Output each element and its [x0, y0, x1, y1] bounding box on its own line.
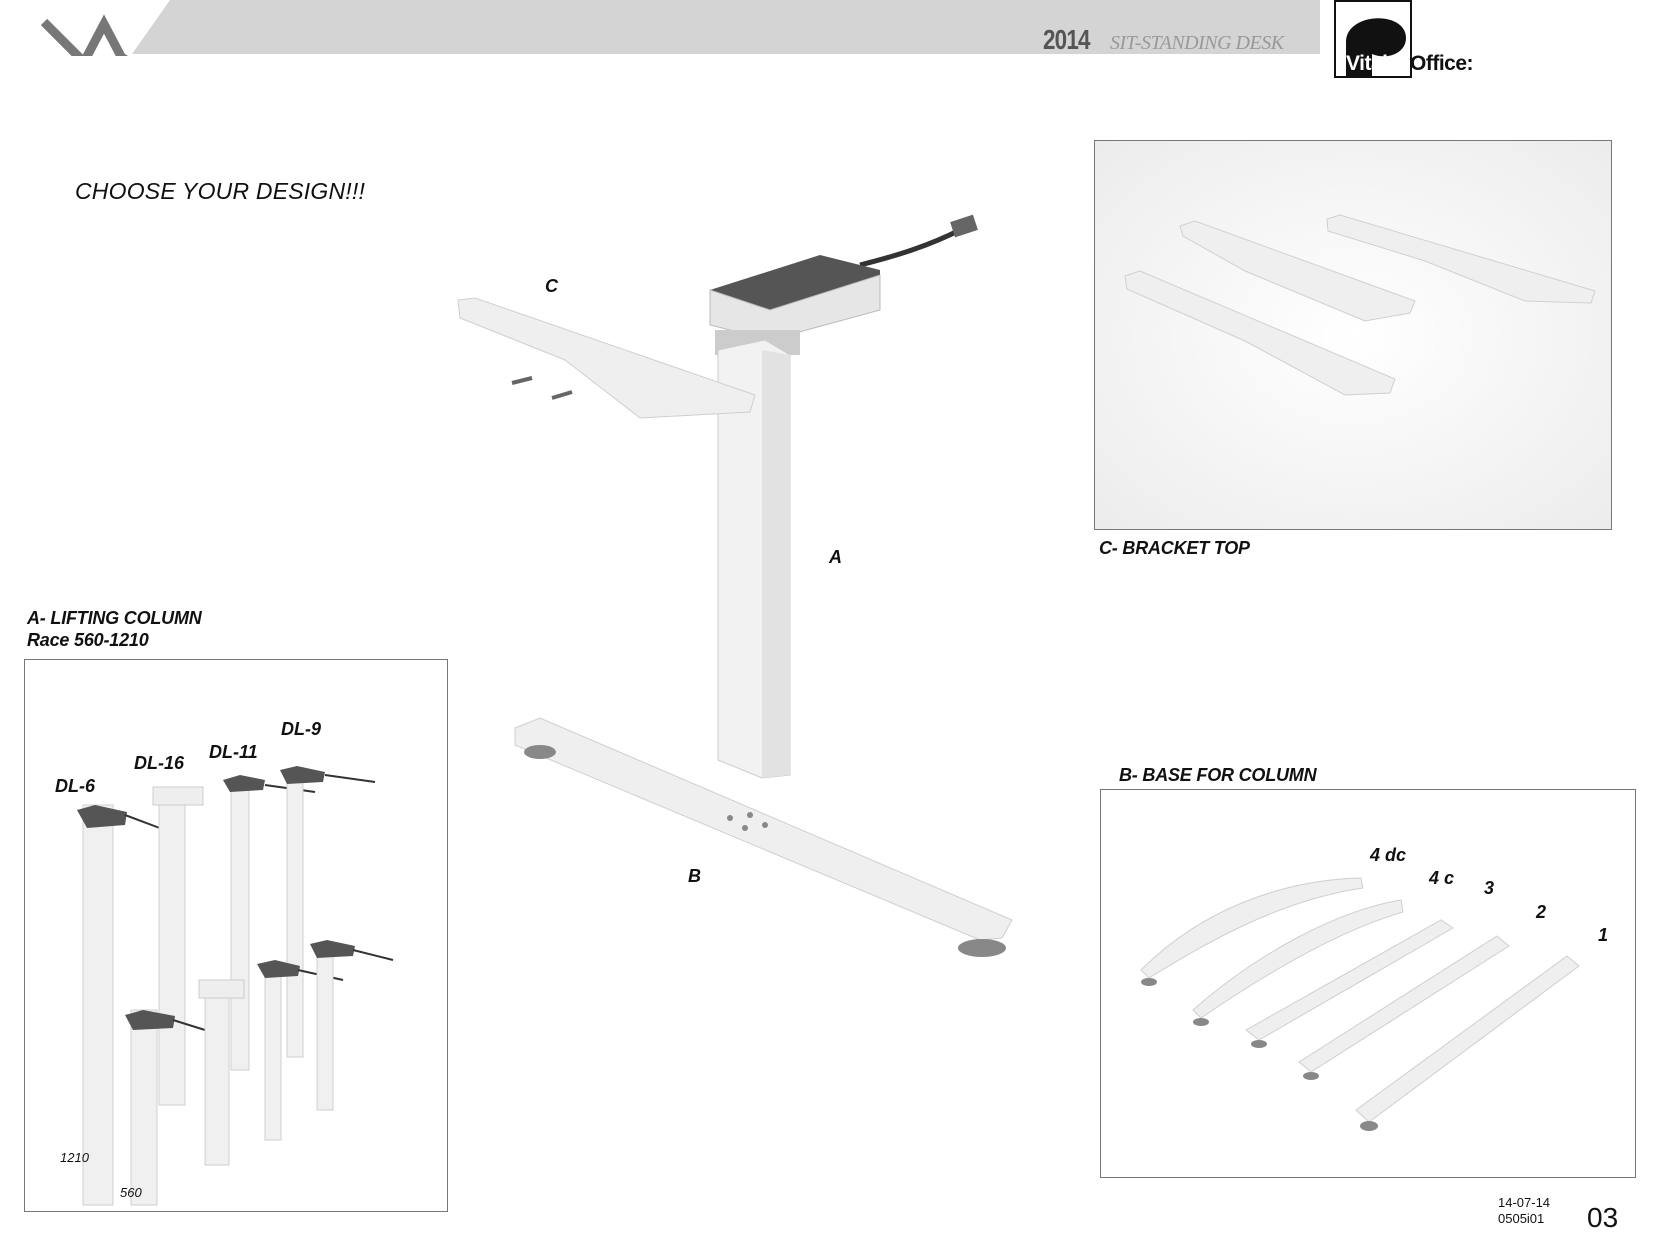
column-range: Race 560-1210 — [27, 630, 149, 650]
vital-office-logo — [1334, 0, 1412, 78]
header-year: 2014 — [1043, 24, 1090, 55]
bracket-variant — [1179, 220, 1416, 322]
lifting-column-panel — [24, 659, 448, 1212]
footer-date: 14-07-14 — [1498, 1195, 1551, 1210]
control-box-body — [709, 274, 881, 341]
base-caption: B- BASE FOR COLUMN — [1119, 765, 1317, 785]
bracket-caption: C- BRACKET TOP — [1099, 538, 1250, 558]
power-cable — [859, 227, 962, 268]
base-variants-illustration — [1140, 877, 1580, 1131]
label-b: B — [688, 866, 701, 886]
footer-info: 14-07-14 0505i01 — [1498, 1195, 1550, 1227]
base-variant-label: 3 — [1484, 878, 1495, 898]
base-variant-label: 4 dc — [1370, 845, 1407, 865]
logo-swoosh-icon — [1346, 18, 1406, 76]
header-band — [40, 0, 1320, 56]
model-label: DL-6 — [55, 776, 95, 796]
bracket-variants-illustration — [1095, 141, 1611, 529]
bracket-top-panel — [1094, 140, 1612, 530]
header-subtitle: SIT-STANDING DESK — [1110, 32, 1284, 54]
base-variant-label: 2 — [1536, 902, 1547, 922]
base-panel — [1100, 789, 1636, 1178]
footer-code: 0505i01 — [1498, 1211, 1545, 1226]
column-variants-illustration — [77, 766, 394, 1206]
logo-text-vital: Vital — [1346, 52, 1388, 75]
model-label: DL-16 — [134, 753, 185, 773]
page-number: 03 — [1587, 1202, 1619, 1233]
model-label: DL-11 — [209, 742, 258, 762]
logo-text-office: Office: — [1410, 52, 1474, 75]
column-caption: A- LIFTING COLUMN — [27, 608, 202, 628]
main-leg-illustration — [457, 214, 1013, 957]
bracket-top — [457, 297, 756, 419]
cable-plug — [950, 214, 978, 238]
tagline: CHOOSE YOUR DESIGN!!! — [75, 178, 366, 204]
dim-max-label: 1210 — [60, 1150, 89, 1165]
bracket-variant — [1326, 214, 1596, 304]
base-variant-label: 1 — [1598, 925, 1609, 945]
dim-min-label: 560 — [120, 1185, 142, 1200]
model-label: DL-9 — [281, 719, 321, 739]
bracket-variant — [1124, 270, 1396, 396]
label-a: A — [829, 547, 842, 567]
base-variant-label: 4 c — [1429, 868, 1455, 888]
brand-mark-icon — [40, 14, 128, 56]
label-c: C — [545, 276, 558, 296]
base-foot — [514, 717, 1013, 941]
